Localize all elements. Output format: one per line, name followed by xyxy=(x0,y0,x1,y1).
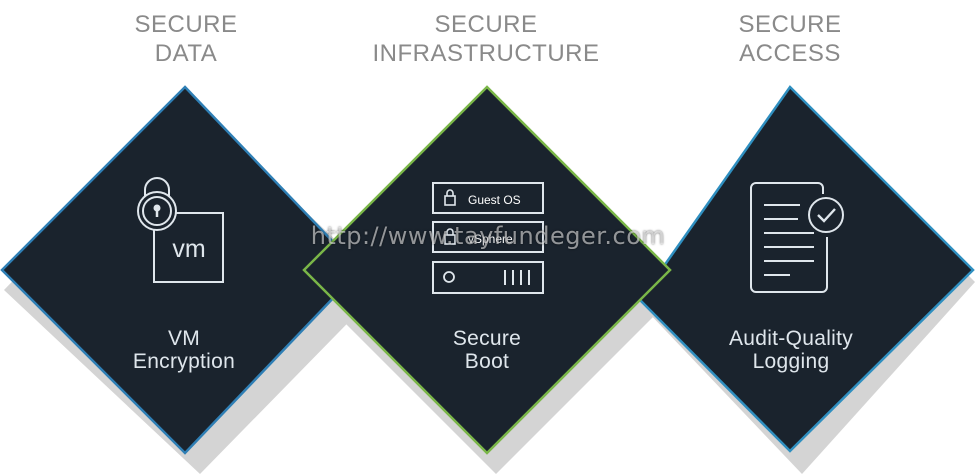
stack-vsphere-label: vSphere xyxy=(468,232,513,246)
padlock-vm-icon: vm xyxy=(137,177,224,283)
caption-audit-logging: Audit-Quality Logging xyxy=(728,327,854,373)
stack-guest-os-label: Guest OS xyxy=(468,193,521,207)
title-secure-access: SECURE ACCESS xyxy=(738,11,842,67)
caption-secure-boot: Secure Boot xyxy=(452,327,522,373)
title-secure-data: SECURE DATA xyxy=(134,11,238,67)
diamond-secure-data xyxy=(0,85,362,455)
lock-icon xyxy=(444,228,456,245)
caption-vm-encryption: VM Encryption xyxy=(132,327,236,373)
lock-icon xyxy=(444,189,456,206)
diamond-secure-infrastructure xyxy=(302,85,672,455)
checked-document-icon xyxy=(750,182,844,293)
vm-label: vm xyxy=(172,235,205,263)
drive-bays-icon xyxy=(504,270,530,285)
power-indicator-icon xyxy=(443,271,455,283)
title-secure-infrastructure: SECURE INFRASTRUCTURE xyxy=(372,11,600,67)
diamond-secure-access xyxy=(638,85,975,453)
server-stack-icon: Guest OS vSphere xyxy=(432,182,544,294)
